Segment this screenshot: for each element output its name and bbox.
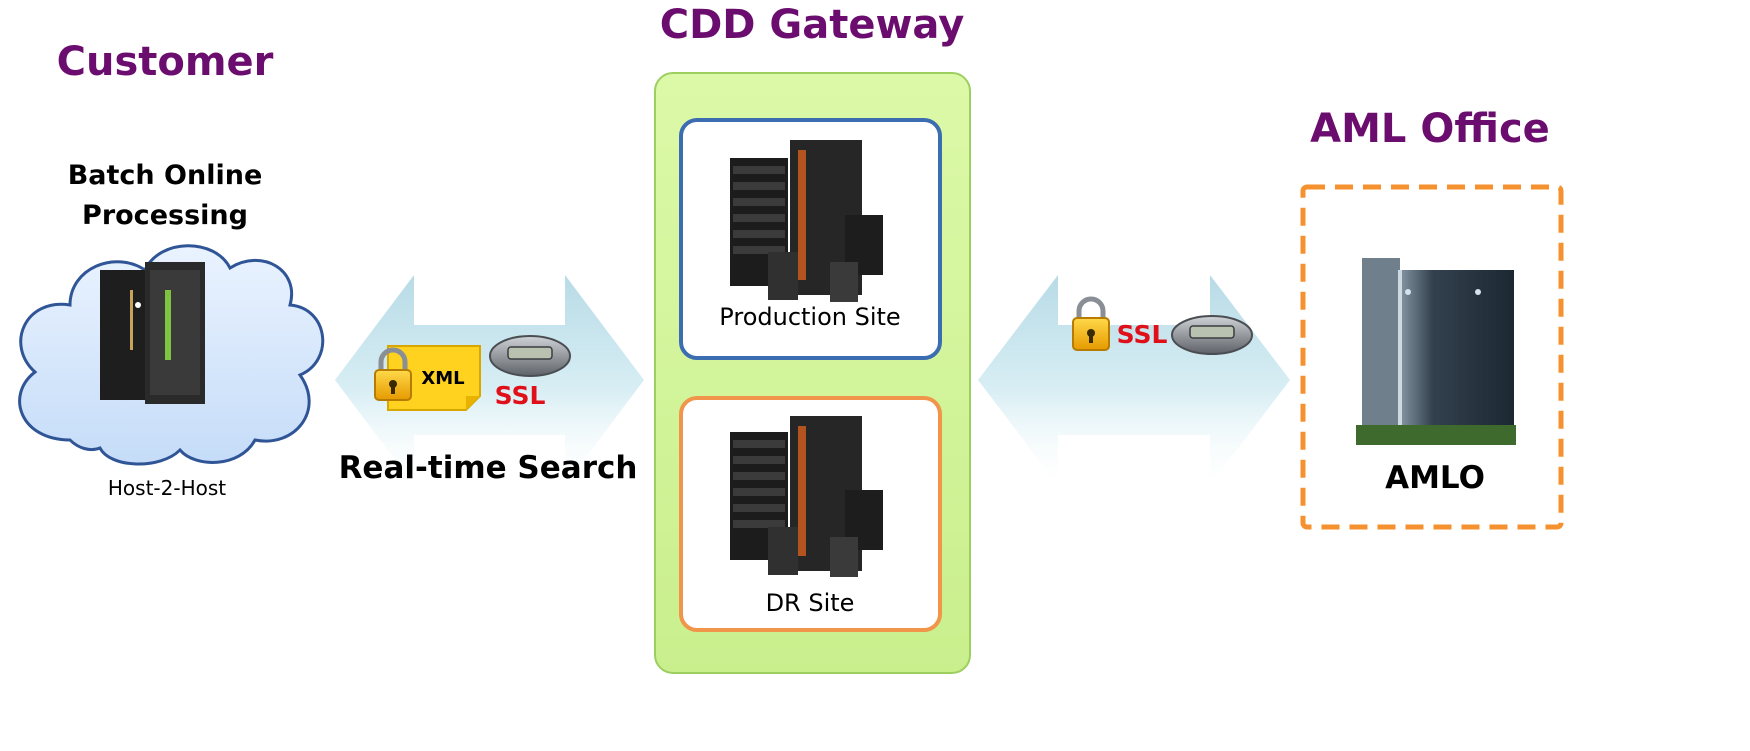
left-ssl-label: SSL — [495, 381, 546, 410]
realtime-search-caption: Real-time Search — [339, 450, 638, 486]
ssl-token-icon — [489, 335, 571, 377]
office-building-icon — [1356, 258, 1516, 445]
lock-icon — [374, 347, 412, 401]
aml-office-box — [1300, 184, 1564, 530]
amlo-label: AMLO — [1385, 460, 1485, 496]
dr-site-label: DR Site — [766, 589, 855, 617]
right-ssl-label: SSL — [1117, 320, 1168, 349]
xml-label: XML — [421, 368, 464, 389]
right-double-arrow — [978, 275, 1290, 485]
mainframe-server-icon — [100, 262, 205, 404]
right-ssl-token-icon — [1171, 315, 1253, 355]
dr-server-rack-icon — [730, 416, 883, 577]
production-server-rack-icon — [730, 140, 883, 302]
host-caption: Host-2-Host — [108, 476, 226, 500]
gateway-heading: CDD Gateway — [660, 2, 965, 48]
customer-subtitle-line2: Processing — [82, 200, 248, 231]
aml-heading: AML Office — [1310, 106, 1550, 152]
left-double-arrow — [335, 275, 644, 485]
right-lock-icon — [1072, 296, 1110, 351]
production-site-label: Production Site — [719, 303, 900, 331]
customer-heading: Customer — [57, 39, 274, 85]
customer-subtitle-line1: Batch Online — [68, 160, 263, 191]
